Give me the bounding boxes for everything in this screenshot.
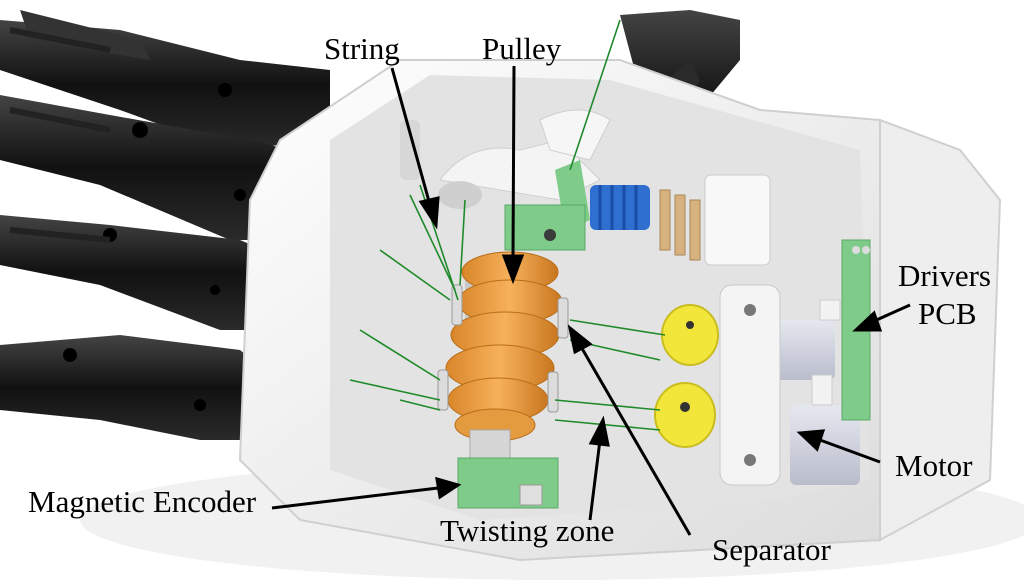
arrow-pulley xyxy=(501,65,525,285)
finger-4 xyxy=(0,335,290,440)
separator-pins xyxy=(437,284,569,413)
arrow-magnetic-encoder xyxy=(271,476,462,510)
blue-gear xyxy=(590,185,650,230)
label-motor: Motor xyxy=(895,448,973,483)
finger-2 xyxy=(0,95,330,240)
motor-cap-upper xyxy=(661,304,719,366)
tendon-strings xyxy=(349,19,666,431)
label-magnetic-encoder: Magnetic Encoder xyxy=(28,484,257,519)
label-twisting-zone: Twisting zone xyxy=(440,513,615,548)
annotation-arrows xyxy=(271,65,911,536)
label-drivers: Drivers xyxy=(898,258,991,293)
gear-housing xyxy=(704,174,771,266)
label-pulley: Pulley xyxy=(482,31,562,66)
arrow-drivers-pcb xyxy=(852,303,911,332)
motor-cap-lower xyxy=(654,382,716,448)
arrow-string xyxy=(390,67,440,230)
finger-3 xyxy=(0,215,310,330)
arrow-motor xyxy=(796,429,881,464)
motor-lower xyxy=(790,374,860,485)
encoder-pcb xyxy=(457,457,559,509)
label-pcb: PCB xyxy=(918,296,977,331)
gear-pcb xyxy=(504,160,590,251)
finger-1 xyxy=(0,10,330,150)
arrow-twisting-zone xyxy=(588,415,610,521)
arrow-separator xyxy=(567,324,692,536)
label-separator: Separator xyxy=(712,532,831,567)
spring-plates xyxy=(659,189,701,261)
separator-bar xyxy=(719,284,781,486)
label-string: String xyxy=(324,31,400,66)
finger-joint-chain xyxy=(9,27,111,243)
